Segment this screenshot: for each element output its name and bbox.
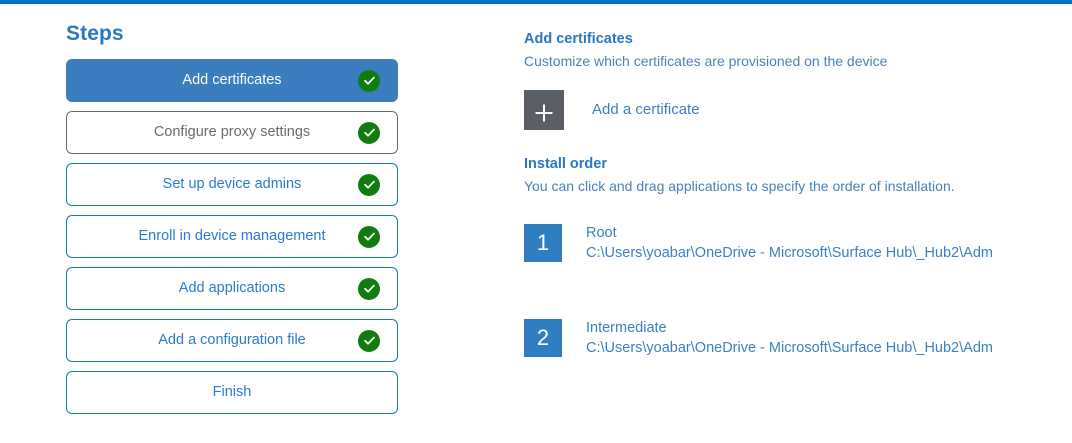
step-label: Add applications [178, 280, 286, 296]
sidebar-item-enroll-in-device-management[interactable]: Enroll in device management [66, 215, 398, 258]
plus-icon[interactable] [524, 90, 564, 130]
sidebar-item-add-a-configuration-file[interactable]: Add a configuration file [66, 319, 398, 362]
install-order-heading: Install order [524, 156, 607, 172]
install-order-list: 1 Root C:\Users\yoabar\OneDrive - Micros… [524, 224, 1072, 358]
install-item-text: Intermediate C:\Users\yoabar\OneDrive - … [586, 319, 1066, 358]
step-label: Set up device admins [162, 176, 302, 192]
steps-panel: Steps Add certificates Configure proxy s… [66, 22, 398, 423]
sidebar-item-finish[interactable]: Finish [66, 371, 398, 414]
step-label: Configure proxy settings [153, 124, 311, 140]
page-subtitle: Customize which certificates are provisi… [524, 53, 888, 69]
detail-panel: Add certificates Customize which certifi… [524, 30, 1072, 414]
sidebar-item-add-certificates[interactable]: Add certificates [66, 59, 398, 102]
certificate-name: Intermediate [586, 320, 667, 336]
order-number-badge: 2 [524, 319, 562, 357]
step-label: Add a configuration file [158, 332, 306, 348]
top-accent-bar [0, 0, 1072, 4]
steps-title: Steps [66, 22, 124, 45]
check-circle-icon [358, 173, 380, 196]
check-circle-icon [358, 121, 380, 144]
check-circle-icon [358, 277, 380, 300]
add-certificate-row[interactable]: Add a certificate [524, 90, 1072, 130]
certificate-path: C:\Users\yoabar\OneDrive - Microsoft\Sur… [586, 245, 993, 261]
sidebar-item-add-applications[interactable]: Add applications [66, 267, 398, 310]
check-circle-icon [358, 69, 380, 92]
check-circle-icon [358, 329, 380, 352]
list-item[interactable]: 1 Root C:\Users\yoabar\OneDrive - Micros… [524, 224, 1072, 263]
certificate-path: C:\Users\yoabar\OneDrive - Microsoft\Sur… [586, 340, 993, 356]
sidebar-item-configure-proxy-settings[interactable]: Configure proxy settings [66, 111, 398, 154]
step-label: Add certificates [182, 72, 282, 88]
step-label: Finish [212, 384, 252, 400]
plus-icon-vertical-stroke [543, 104, 545, 122]
certificate-name: Root [586, 225, 617, 241]
list-item[interactable]: 2 Intermediate C:\Users\yoabar\OneDrive … [524, 319, 1072, 358]
install-order-subheading: You can click and drag applications to s… [524, 178, 955, 194]
install-item-text: Root C:\Users\yoabar\OneDrive - Microsof… [586, 224, 1066, 263]
check-circle-icon [358, 225, 380, 248]
order-number-badge: 1 [524, 224, 562, 262]
install-order-section: Install order You can click and drag app… [524, 155, 1072, 358]
sidebar-item-set-up-device-admins[interactable]: Set up device admins [66, 163, 398, 206]
page-title: Add certificates [524, 31, 633, 47]
add-certificate-label[interactable]: Add a certificate [592, 101, 700, 118]
step-label: Enroll in device management [138, 228, 326, 244]
